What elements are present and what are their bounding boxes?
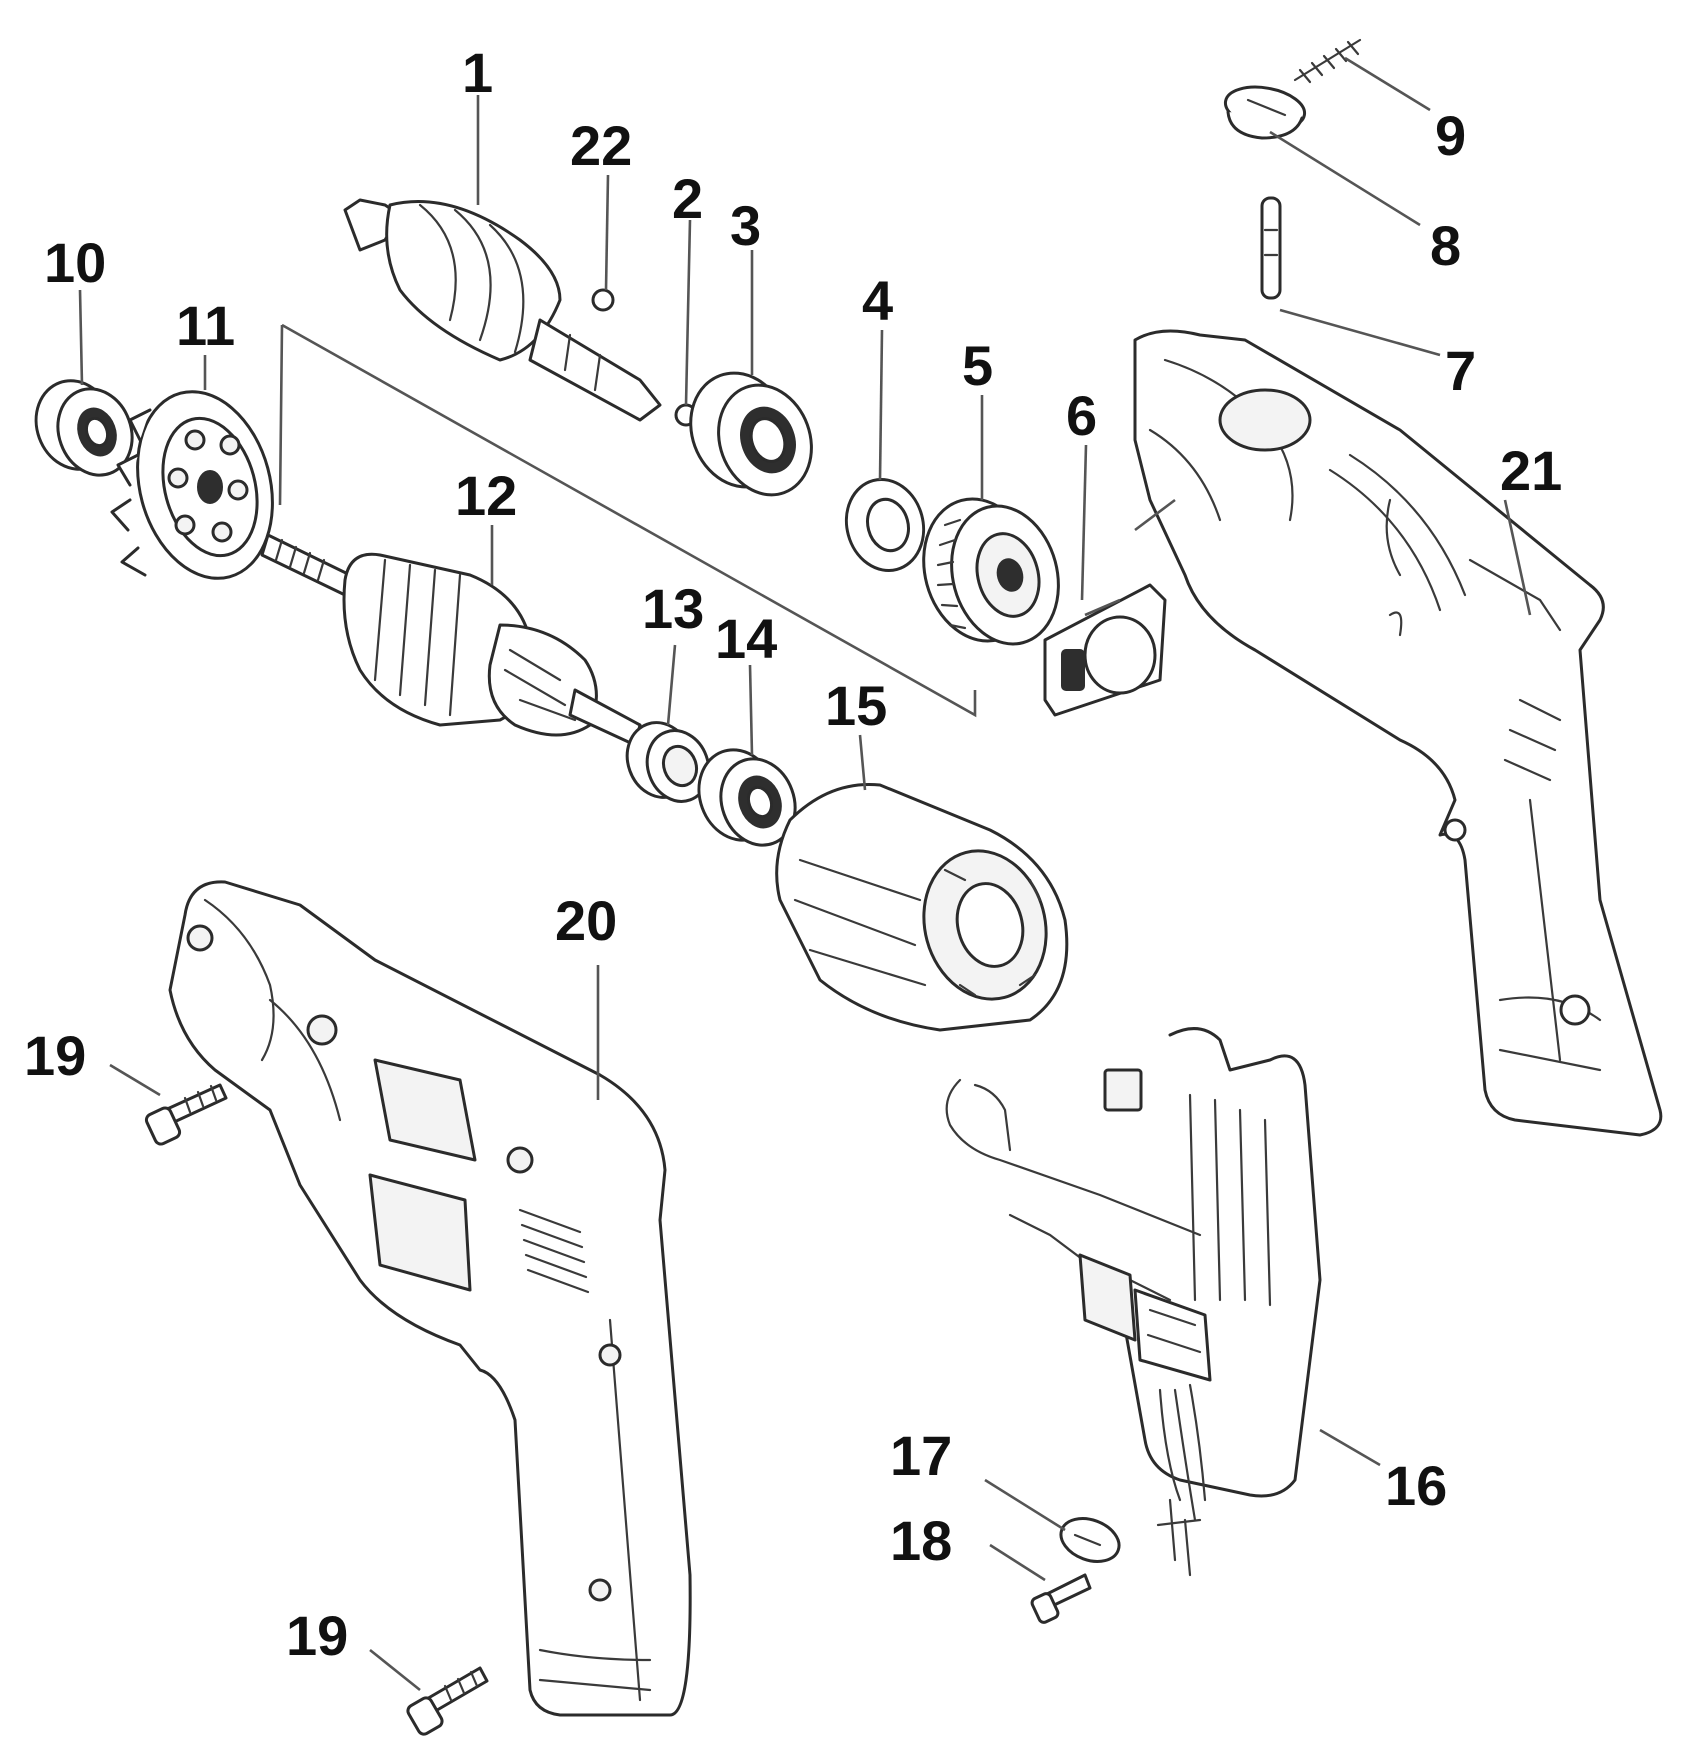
part-17-cord-clamp xyxy=(1059,1517,1121,1563)
callout-10: 10 xyxy=(44,231,106,294)
part-1-chuck xyxy=(343,198,662,422)
callout-4: 4 xyxy=(862,269,893,332)
part-11-fan xyxy=(110,390,274,580)
callout-16: 16 xyxy=(1385,1454,1447,1517)
callout-15: 15 xyxy=(825,674,887,737)
callout-6: 6 xyxy=(1066,384,1097,447)
part-19-screw-upper xyxy=(144,1083,228,1146)
part-15-stator xyxy=(775,782,1069,1032)
part-8-knob xyxy=(1223,85,1307,140)
leader-lines xyxy=(78,56,1532,1692)
part-21-right-housing xyxy=(1133,329,1663,1137)
callout-1: 1 xyxy=(462,41,493,104)
part-10-bearing xyxy=(34,379,134,477)
callout-8: 8 xyxy=(1430,214,1461,277)
callout-19-lower: 19 xyxy=(286,1604,348,1667)
callout-12: 12 xyxy=(455,464,517,527)
callout-22: 22 xyxy=(570,114,632,177)
callout-13: 13 xyxy=(642,577,704,640)
callout-14: 14 xyxy=(715,607,777,670)
part-5-gear xyxy=(922,497,1060,646)
part-22-ball xyxy=(591,288,615,312)
part-9-spring xyxy=(1293,38,1362,84)
part-20-left-housing xyxy=(168,880,692,1717)
part-18-screw xyxy=(1030,1573,1092,1624)
part-4-washer xyxy=(844,477,926,573)
part-13-bearing xyxy=(625,721,711,803)
part-7-pin xyxy=(1260,196,1282,300)
part-14-bearing xyxy=(697,748,797,847)
part-3-bearing xyxy=(689,371,813,497)
part-6-switch xyxy=(1043,583,1167,717)
part-12-armature xyxy=(260,533,642,747)
assembly-bracket-line xyxy=(278,323,977,718)
callout-labels: 1 22 2 3 4 5 6 7 8 9 10 11 12 13 14 15 1… xyxy=(24,41,1562,1667)
callout-11: 11 xyxy=(176,294,235,357)
callout-20: 20 xyxy=(555,889,617,952)
callout-18: 18 xyxy=(890,1509,952,1572)
callout-3: 3 xyxy=(730,194,761,257)
part-19-screw-lower xyxy=(406,1666,489,1736)
callout-17: 17 xyxy=(890,1424,952,1487)
callout-5: 5 xyxy=(962,334,993,397)
callout-7: 7 xyxy=(1445,339,1476,402)
callout-19-upper: 19 xyxy=(24,1024,86,1087)
part-16-wiring-assembly xyxy=(945,1027,1322,1577)
callout-9: 9 xyxy=(1435,104,1466,167)
callout-21: 21 xyxy=(1500,439,1562,502)
callout-2: 2 xyxy=(672,167,703,230)
